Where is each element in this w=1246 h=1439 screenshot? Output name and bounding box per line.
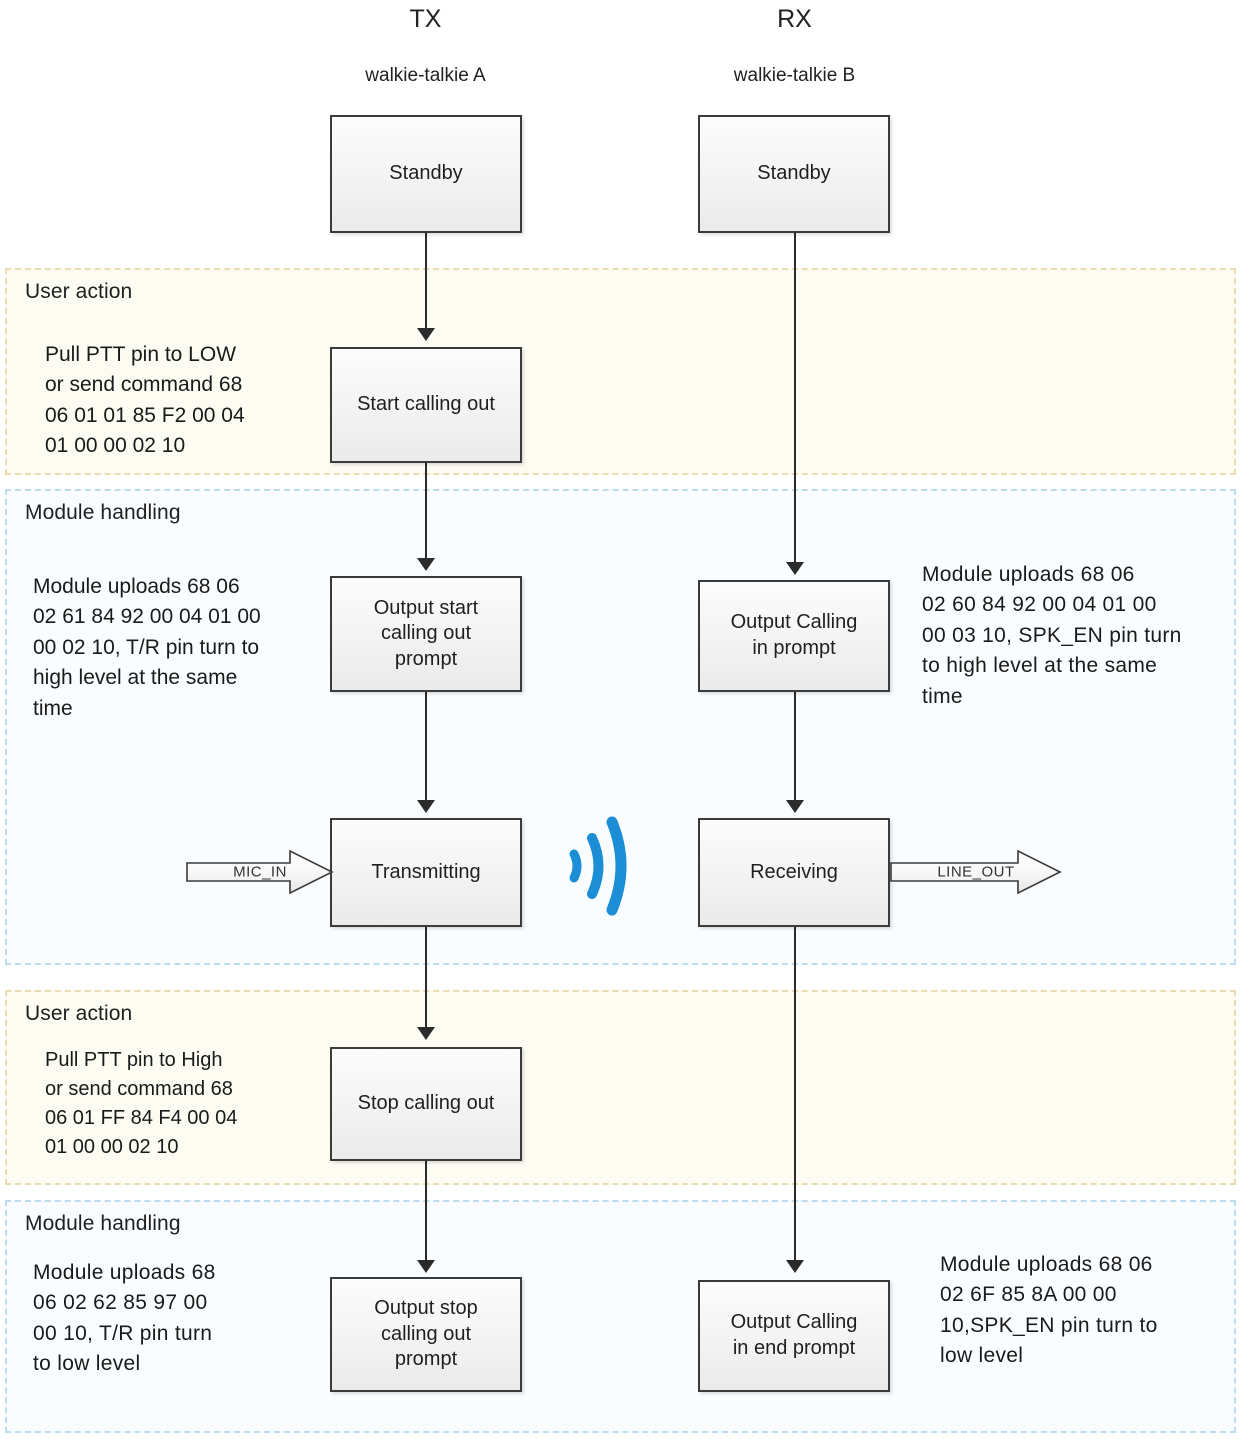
column-subtitle-rx: walkie-talkie B (733, 65, 856, 86)
box-tx-transmitting[interactable]: Transmitting (330, 818, 522, 927)
arrowhead-tx-start (417, 328, 435, 341)
band-label-module-handling-1: Module handling (25, 501, 181, 524)
connector-rx-receiving-to-callingend (794, 927, 796, 1263)
arrowhead-tx-output-start (417, 558, 435, 571)
note-module-handling-1-right: Module uploads 68 06 02 60 84 92 00 04 0… (922, 563, 1182, 708)
connector-tx-stop-to-outputstop (425, 1161, 427, 1263)
band-label-module-handling-2: Module handling (25, 1212, 181, 1235)
arrowhead-rx-callingend (786, 1260, 804, 1273)
box-rx-output-calling-in-end-prompt[interactable]: Output Calling in end prompt (698, 1280, 890, 1392)
box-rx-output-calling-in-line-1: Output Calling (730, 611, 858, 634)
box-tx-standby[interactable]: Standby (330, 115, 522, 233)
connector-tx-standby-to-start (425, 233, 427, 331)
box-rx-output-calling-in-prompt[interactable]: Output Calling in prompt (698, 580, 890, 692)
box-tx-output-start-prompt-line-3: prompt (394, 647, 458, 670)
note-module-handling-1-left: Module uploads 68 06 02 61 84 92 00 04 0… (33, 575, 261, 720)
arrowhead-rx-callingin (786, 562, 804, 575)
box-tx-standby-label: Standby (389, 162, 463, 185)
arrowhead-tx-outputstop (417, 1260, 435, 1273)
box-tx-output-stop-prompt-line-1: Output stop (374, 1297, 478, 1320)
mic-in-arrow-icon (186, 849, 334, 895)
box-tx-output-stop-calling-prompt[interactable]: Output stop calling out prompt (330, 1277, 522, 1392)
arrowhead-rx-receiving (786, 800, 804, 813)
band-label-user-action-1: User action (25, 280, 133, 303)
box-rx-output-calling-end-line-1: Output Calling (730, 1311, 858, 1334)
connector-rx-standby-to-callingin (794, 233, 796, 565)
box-rx-receiving-label: Receiving (750, 860, 838, 883)
box-tx-stop-calling-out-label: Stop calling out (357, 1092, 495, 1115)
column-title-tx: TX (409, 5, 442, 33)
box-rx-standby-label: Standby (757, 162, 831, 185)
line-out-arrow-icon (890, 849, 1062, 895)
note-user-action-1: Pull PTT pin to LOW or send command 68 0… (45, 343, 245, 458)
band-user-action-2: User action (5, 990, 1236, 1185)
column-title-rx: RX (777, 5, 812, 33)
signal-arrow-line-out: LINE_OUT (890, 849, 1062, 895)
wifi-signal-arcs (569, 816, 627, 916)
box-tx-output-start-prompt-line-1: Output start (373, 596, 479, 619)
box-tx-output-stop-prompt-line-2: calling out (380, 1322, 472, 1345)
box-rx-receiving[interactable]: Receiving (698, 818, 890, 927)
note-user-action-2: Pull PTT pin to High or send command 68 … (45, 1049, 238, 1158)
connector-tx-outputstart-to-transmitting (425, 692, 427, 803)
box-tx-start-calling-out-label: Start calling out (357, 393, 495, 416)
arrowhead-tx-transmitting (417, 800, 435, 813)
arrowhead-tx-stop (417, 1027, 435, 1040)
connector-tx-transmitting-to-stop (425, 927, 427, 1030)
box-tx-output-start-calling-prompt[interactable]: Output start calling out prompt (330, 576, 522, 692)
connector-tx-start-to-output-start (425, 463, 427, 561)
box-rx-standby[interactable]: Standby (698, 115, 890, 233)
band-label-user-action-2: User action (25, 1002, 133, 1025)
box-tx-stop-calling-out[interactable]: Stop calling out (330, 1047, 522, 1161)
box-rx-output-calling-end-line-2: in end prompt (732, 1337, 856, 1359)
box-rx-output-calling-in-line-2: in prompt (752, 637, 836, 659)
note-module-handling-2-right: Module uploads 68 06 02 6F 85 8A 00 00 1… (940, 1253, 1158, 1368)
wifi-signal-icon (558, 812, 638, 920)
band-user-action-1: User action (5, 268, 1236, 475)
signal-arrow-mic-in: MIC_IN (186, 849, 334, 895)
band-module-handling-2: Module handling (5, 1200, 1236, 1433)
box-tx-output-stop-prompt-line-3: prompt (394, 1348, 458, 1371)
box-tx-transmitting-label: Transmitting (371, 860, 481, 883)
connector-rx-callingin-to-receiving (794, 692, 796, 803)
box-tx-start-calling-out[interactable]: Start calling out (330, 347, 522, 463)
column-subtitle-tx: walkie-talkie A (365, 65, 486, 86)
box-tx-output-start-prompt-line-2: calling out (380, 622, 472, 645)
note-module-handling-2-left: Module uploads 68 06 02 62 85 97 00 00 1… (33, 1261, 216, 1376)
